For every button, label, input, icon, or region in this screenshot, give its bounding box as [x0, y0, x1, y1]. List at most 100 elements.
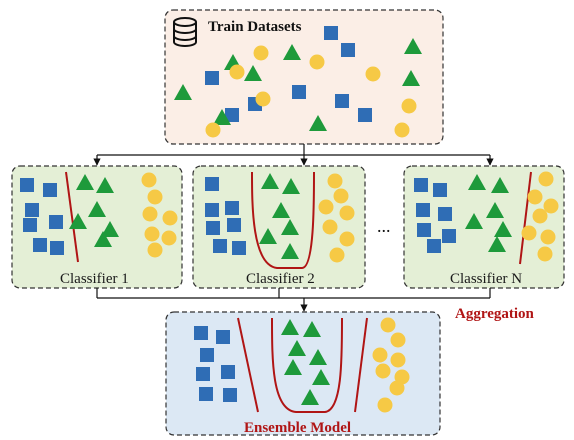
classifier-1-triangle-point [101, 221, 119, 237]
classifier-2-square-point [227, 218, 241, 232]
classifier-1-square-point [23, 218, 37, 232]
classifier-n-label: Classifier N [450, 271, 522, 287]
classifier-n-square-point [427, 239, 441, 253]
boundary-ensemble-left [237, 317, 259, 413]
classifier-n-triangle-point [491, 177, 509, 193]
classifier-2-triangle-point [282, 178, 300, 194]
train-circle-point [394, 122, 410, 138]
boundary-ensemble-u [271, 317, 343, 413]
classifier-n-circle-point [527, 189, 543, 205]
classifier-2-circle-point [339, 231, 355, 247]
ensemble-model-label: Ensemble Model [244, 420, 351, 436]
ellipsis-label: ... [377, 216, 391, 236]
classifier-2-square-point [225, 201, 239, 215]
train-square-point [341, 43, 355, 57]
classifier-n-square-point [414, 178, 428, 192]
classifier-1-square-point [49, 215, 63, 229]
classifier-2-circle-point [333, 188, 349, 204]
ensemble-triangle-point [312, 369, 330, 385]
classifier-n-square-point [433, 183, 447, 197]
classifier-2-triangle-point [272, 202, 290, 218]
ensemble-square-point [199, 387, 213, 401]
classifier-1-circle-point [147, 242, 163, 258]
classifier-1-box [11, 165, 183, 289]
classifier-n-triangle-point [468, 174, 486, 190]
boundary-classifier-n [519, 171, 532, 265]
classifier-2-square-point [205, 177, 219, 191]
classifier-1-triangle-point [76, 174, 94, 190]
classifier-2-square-point [206, 221, 220, 235]
ensemble-triangle-point [281, 319, 299, 335]
classifier-1-triangle-point [96, 177, 114, 193]
classifier-n-triangle-point [488, 236, 506, 252]
train-square-point [335, 94, 349, 108]
ensemble-triangle-point [309, 349, 327, 365]
train-square-point [358, 108, 372, 122]
classifier-n-square-point [438, 207, 452, 221]
train-circle-point [401, 98, 417, 114]
classifier-2-circle-point [322, 219, 338, 235]
ensemble-circle-point [377, 397, 393, 413]
train-circle-point [255, 91, 271, 107]
classifier-n-circle-point [532, 208, 548, 224]
ensemble-circle-point [380, 317, 396, 333]
train-circle-point [309, 54, 325, 70]
train-triangle-point [309, 115, 327, 131]
classifier-1-circle-point [142, 206, 158, 222]
classifier-1-square-point [50, 241, 64, 255]
classifier-1-circle-point [147, 189, 163, 205]
classifier-2-triangle-point [281, 219, 299, 235]
classifier-n-triangle-point [494, 221, 512, 237]
classifier-n-circle-point [537, 246, 553, 262]
ensemble-triangle-point [284, 359, 302, 375]
train-triangle-point [404, 38, 422, 54]
ensemble-square-point [221, 365, 235, 379]
aggregation-label: Aggregation [455, 306, 535, 322]
split-connector [93, 144, 494, 166]
classifier-1-square-point [25, 203, 39, 217]
classifier-1-square-point [20, 178, 34, 192]
classifier-n-square-point [417, 223, 431, 237]
ensemble-square-point [196, 367, 210, 381]
classifier-2-circle-point [318, 199, 334, 215]
classifier-n-circle-point [521, 225, 537, 241]
boundary-classifier-1 [65, 171, 79, 263]
ensemble-circle-point [390, 352, 406, 368]
classifier-2-square-point [205, 203, 219, 217]
classifier-1-circle-point [161, 230, 177, 246]
train-circle-point [205, 122, 221, 138]
classifier-1-square-point [33, 238, 47, 252]
ensemble-square-point [216, 330, 230, 344]
boundary-classifier-2 [251, 171, 315, 269]
classifier-1-square-point [43, 183, 57, 197]
ensemble-square-point [200, 348, 214, 362]
classifier-n-circle-point [538, 171, 554, 187]
classifier-1-circle-point [162, 210, 178, 226]
classifier-n-circle-point [543, 198, 559, 214]
classifier-2-square-point [232, 241, 246, 255]
database-icon [173, 17, 197, 47]
classifier-1-triangle-point [69, 213, 87, 229]
classifier-n-triangle-point [486, 202, 504, 218]
classifier-2-triangle-point [281, 243, 299, 259]
classifier-n-square-point [442, 229, 456, 243]
train-square-point [292, 85, 306, 99]
train-square-point [324, 26, 338, 40]
classifier-2-triangle-point [259, 228, 277, 244]
classifier-2-square-point [213, 239, 227, 253]
train-triangle-point [213, 109, 231, 125]
classifier-1-circle-point [144, 226, 160, 242]
ensemble-model-box [165, 311, 441, 436]
ensemble-square-point [223, 388, 237, 402]
classifier-2-label: Classifier 2 [246, 271, 315, 287]
boundary-ensemble-right [354, 317, 368, 413]
data-point-markers [20, 26, 559, 413]
train-datasets-title: Train Datasets [208, 19, 302, 35]
ensemble-square-point [194, 326, 208, 340]
ensemble-circle-point [375, 363, 391, 379]
ensemble-circle-point [372, 347, 388, 363]
classifier-2-circle-point [329, 247, 345, 263]
classifier-2-circle-point [339, 205, 355, 221]
ensemble-circle-point [390, 332, 406, 348]
